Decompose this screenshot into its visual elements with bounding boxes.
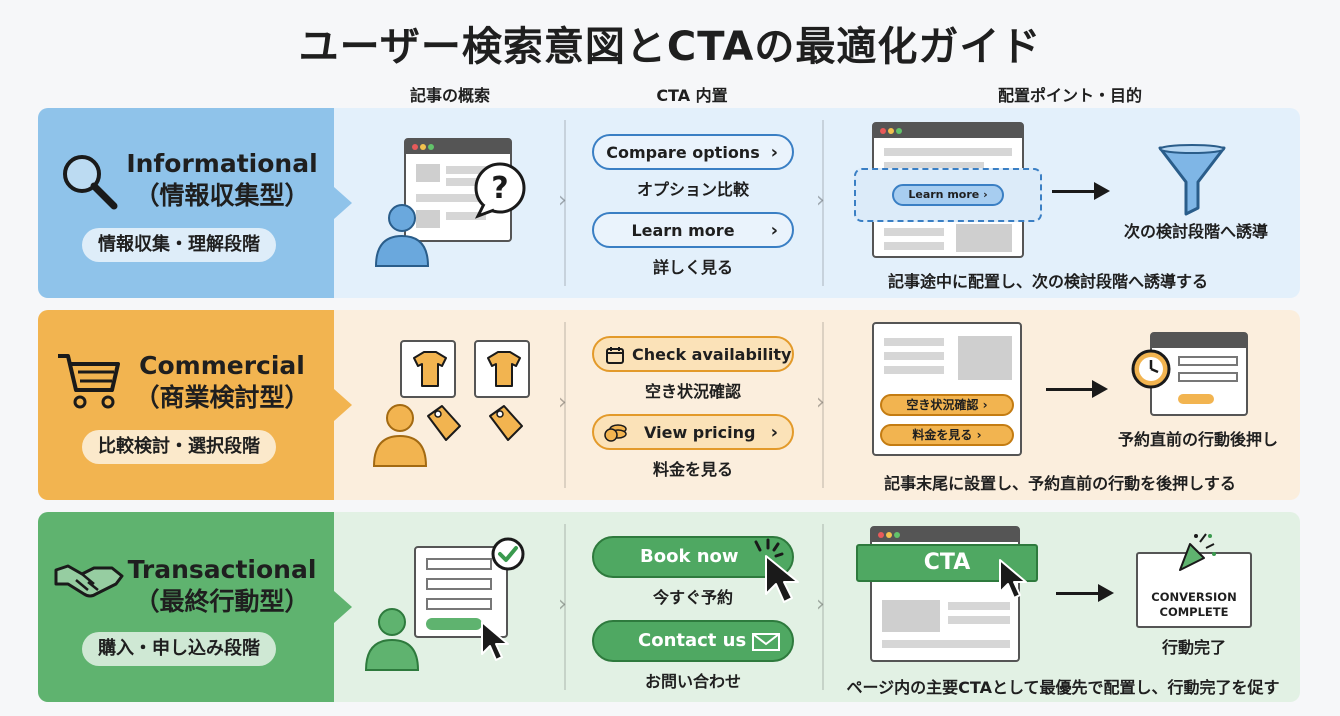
conversion-label: CONVERSION COMPLETE bbox=[1151, 590, 1237, 619]
row-arrow bbox=[334, 389, 352, 421]
magnifier-icon bbox=[63, 155, 118, 210]
row-label-panel: Transactional （最終行動型） 購入・申し込み段階 bbox=[38, 512, 334, 702]
envelope-icon bbox=[752, 633, 780, 651]
handshake-icon bbox=[54, 564, 124, 598]
clock-icon bbox=[1131, 349, 1171, 389]
button-label: Book now bbox=[640, 546, 739, 567]
category-name-en: Commercial bbox=[139, 351, 305, 380]
button-label: Contact us bbox=[638, 630, 747, 651]
category-name-en: Transactional bbox=[127, 555, 317, 584]
row-label-panel: Informational （情報収集型） 情報収集・理解段階 bbox=[38, 108, 334, 298]
button-label: Check availability bbox=[632, 345, 792, 364]
button-label: 空き状況確認 bbox=[906, 398, 979, 412]
row-commercial: Commercial （商業検討型） 比較検討・選択段階 › Check av bbox=[38, 310, 1300, 500]
result-label: 次の検討段階へ誘導 bbox=[1123, 222, 1268, 241]
page-title: ユーザー検索意図とCTAの最適化ガイド bbox=[298, 24, 1042, 70]
user-icon bbox=[374, 204, 430, 267]
click-cursor-icon bbox=[754, 538, 799, 603]
user-icon bbox=[364, 608, 420, 671]
price-tag-icon bbox=[489, 405, 523, 441]
category-name-en: Informational bbox=[126, 149, 318, 178]
cta-caption: 料金を見る bbox=[652, 460, 733, 479]
shopping-cart-icon bbox=[58, 354, 120, 409]
cta-caption: オプション比較 bbox=[636, 180, 749, 199]
category-name-jp: （商業検討型） bbox=[134, 383, 310, 412]
check-circle-icon bbox=[491, 537, 525, 571]
chevron-right-icon: › bbox=[770, 142, 778, 163]
button-label: Learn more bbox=[908, 188, 980, 201]
button-label: CTA bbox=[923, 550, 971, 575]
shirt-icon bbox=[487, 351, 521, 387]
coins-icon bbox=[604, 424, 627, 442]
button-label: View pricing bbox=[644, 423, 756, 442]
column-header-article: 記事の概索 bbox=[409, 86, 490, 105]
button-label: Learn more bbox=[631, 221, 735, 240]
view-pricing-button[interactable]: View pricing › bbox=[592, 414, 794, 450]
cta-caption: 空き状況確認 bbox=[644, 382, 741, 401]
category-name-jp: （情報収集型） bbox=[134, 181, 310, 210]
row-transactional: Transactional （最終行動型） 購入・申し込み段階 › Book n… bbox=[38, 512, 1300, 702]
party-popper-icon bbox=[1179, 533, 1216, 571]
product-card-icon bbox=[474, 340, 530, 398]
stage-badge: 比較検討・選択段階 bbox=[82, 430, 276, 464]
booking-window-icon bbox=[1150, 332, 1248, 416]
cta-caption: 詳しく見る bbox=[652, 258, 733, 277]
book-now-button[interactable]: Book now bbox=[592, 536, 794, 578]
chevron-right-icon: › bbox=[770, 220, 778, 241]
page-mock-window bbox=[870, 526, 1020, 662]
mock-learn-more-button: Learn more › bbox=[892, 184, 1004, 206]
mock-pricing-button: 料金を見る › bbox=[880, 424, 1014, 446]
cta-caption: お問い合わせ bbox=[644, 672, 741, 691]
compare-options-button[interactable]: Compare options › bbox=[592, 134, 794, 170]
contact-us-button[interactable]: Contact us bbox=[592, 620, 794, 662]
row-informational: Informational （情報収集型） 情報収集・理解段階 ? › Comp… bbox=[38, 108, 1300, 298]
check-availability-button[interactable]: Check availability bbox=[592, 336, 794, 372]
learn-more-button[interactable]: Learn more › bbox=[592, 212, 794, 248]
placement-note: 記事末尾に設置し、予約直前の行動を後押しする bbox=[884, 474, 1236, 493]
row-arrow bbox=[334, 591, 352, 623]
row-label-panel: Commercial （商業検討型） 比較検討・選択段階 bbox=[38, 310, 334, 500]
button-label: 料金を見る bbox=[912, 428, 973, 442]
placement-note: ページ内の主要CTAとして最優先で配置し、行動完了を促す bbox=[846, 678, 1280, 697]
result-label: 行動完了 bbox=[1161, 638, 1226, 657]
question-bubble-icon: ? bbox=[474, 162, 526, 219]
svg-text:?: ? bbox=[491, 171, 508, 206]
column-header-placement: 配置ポイント・目的 bbox=[997, 86, 1142, 105]
result-label: 予約直前の行動後押し bbox=[1117, 430, 1278, 449]
funnel-icon bbox=[1158, 144, 1226, 216]
placement-note: 記事途中に配置し、次の検討段階へ誘導する bbox=[887, 272, 1208, 291]
category-name-jp: （最終行動型） bbox=[134, 587, 310, 616]
conversion-complete-box: CONVERSION COMPLETE bbox=[1136, 552, 1252, 628]
chevron-right-icon: › bbox=[770, 422, 778, 443]
product-card-icon bbox=[400, 340, 456, 398]
mock-availability-button: 空き状況確認 › bbox=[880, 394, 1014, 416]
stage-badge: 購入・申し込み段階 bbox=[82, 632, 276, 666]
column-header-cta: CTA 内置 bbox=[656, 86, 728, 105]
user-icon bbox=[372, 404, 428, 467]
calendar-icon bbox=[606, 347, 624, 364]
cta-caption: 今すぐ予約 bbox=[652, 588, 733, 607]
row-arrow bbox=[334, 187, 352, 219]
form-window-icon bbox=[414, 546, 508, 638]
stage-badge: 情報収集・理解段階 bbox=[82, 228, 276, 262]
cursor-icon bbox=[999, 559, 1027, 599]
price-tag-icon bbox=[427, 405, 461, 441]
shirt-icon bbox=[413, 351, 447, 387]
cursor-icon bbox=[481, 621, 509, 661]
button-label: Compare options bbox=[606, 143, 760, 162]
